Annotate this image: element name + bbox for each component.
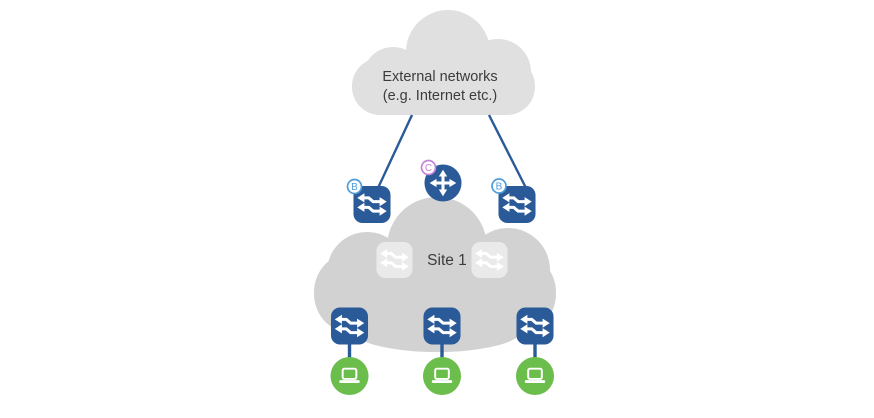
host-3 bbox=[515, 356, 555, 396]
external-cloud-label-line1: External networks bbox=[382, 69, 497, 85]
badge-border-right-letter: B bbox=[496, 182, 503, 193]
badge-border-left-letter: B bbox=[351, 182, 358, 193]
host-2 bbox=[422, 356, 462, 396]
badge-core: C bbox=[420, 159, 437, 176]
access-switch-2 bbox=[423, 307, 461, 345]
host-1 bbox=[330, 356, 369, 396]
uplink-line-left bbox=[376, 114, 414, 189]
external-networks-cloud bbox=[352, 10, 535, 115]
badge-border-left: B bbox=[346, 178, 363, 195]
site-cloud-label: Site 1 bbox=[427, 252, 467, 269]
uplink-line-right bbox=[487, 114, 528, 189]
badge-border-right: B bbox=[491, 178, 507, 194]
ghost-switch-2 bbox=[471, 241, 508, 279]
access-switch-1 bbox=[330, 307, 369, 345]
access-switch-3 bbox=[516, 307, 554, 345]
ghost-switch-1 bbox=[376, 241, 413, 279]
badge-core-letter: C bbox=[425, 163, 432, 174]
external-cloud-label-line2: (e.g. Internet etc.) bbox=[383, 88, 497, 104]
